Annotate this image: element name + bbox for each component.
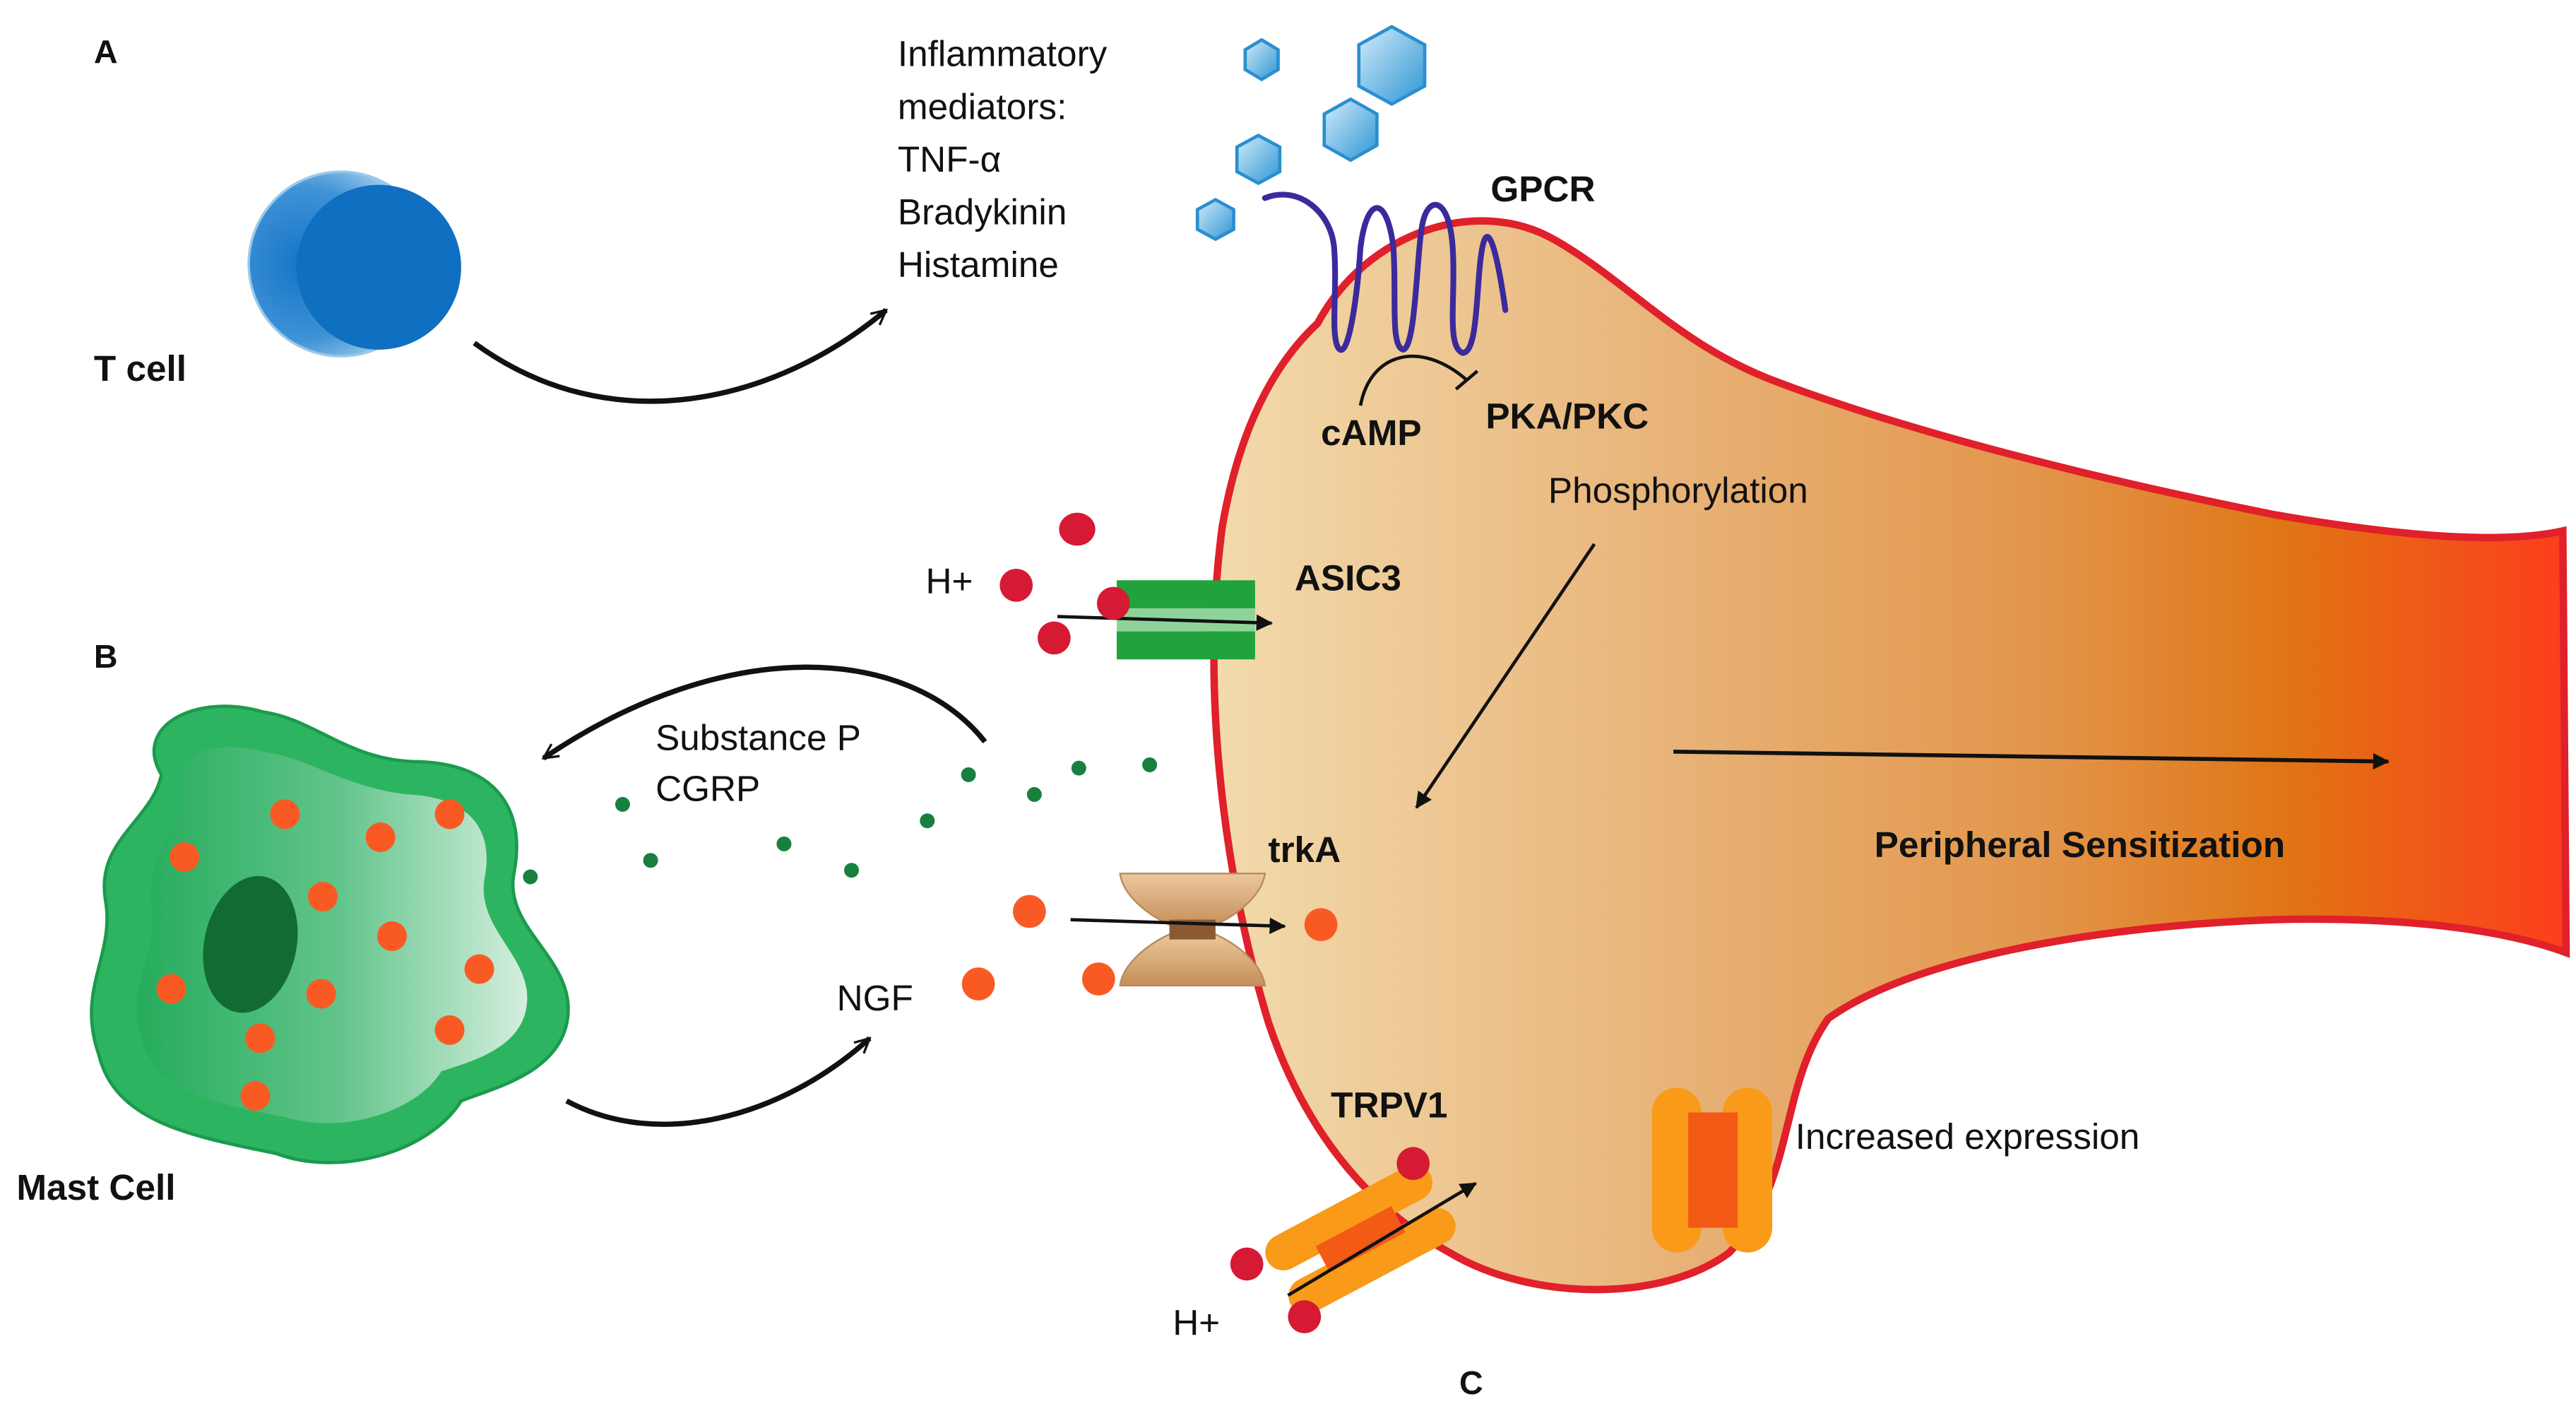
panel-label-a: A [94,33,118,70]
asic3-proton-arrow [1057,614,1274,631]
neuropeptide-feedback-arrow [544,664,987,761]
protons-trpv1 [1230,1147,1430,1333]
camp-label: cAMP [1321,413,1422,453]
mast-cell-nucleus [203,875,298,1013]
panel-label-c: C [1459,1364,1483,1401]
trka-ngf-arrow [1070,917,1286,934]
sensitization-arrow [1673,749,2390,770]
mast-cell [90,704,570,1164]
mediators-line-5: Histamine [898,244,1059,285]
camp-to-pka-arc [1358,355,1467,406]
gpcr-label: GPCR [1490,169,1595,209]
trka-receptor [1119,873,1266,987]
t-cell [247,170,461,358]
camp-to-pka-arc-bar [1454,370,1479,391]
increased-expression-label: Increased expression [1796,1116,2140,1157]
h-plus-top-label: H+ [925,561,973,601]
substance-p-label: Substance P [655,717,861,757]
mast-cell-granules [156,799,494,1111]
ngf-particles [961,895,1338,1000]
t-cell-label: T cell [94,348,186,389]
mediators-line-1: Inflammatory [898,34,1108,74]
mast-cell-label: Mast Cell [16,1167,175,1208]
trpv1-channel [1265,1164,1456,1314]
increased-expression-channel [1651,1087,1773,1253]
trpv1-proton-arrow [1287,1181,1477,1297]
h-plus-bottom-label: H+ [1173,1302,1220,1342]
inflammatory-mediator-particles [1195,25,1427,242]
neuropeptide-dots [523,757,1158,885]
ngf-label: NGF [837,978,913,1018]
mediators-line-4: Bradykinin [898,192,1067,232]
mediators-line-2: mediators: [898,86,1067,126]
pka-pkc-label: PKA/PKC [1485,396,1649,437]
panel-label-b: B [94,638,118,675]
t-cell-release-arrow [473,307,886,404]
trka-label: trkA [1269,830,1341,870]
peripheral-sensitization-label: Peripheral Sensitization [1875,825,2286,865]
cgrp-label: CGRP [655,769,760,809]
gpcr-receptor [1262,191,1509,356]
phosphorylation-arrow [1415,543,1596,809]
mediators-line-3: TNF-α [898,139,1001,179]
mast-cell-ngf-arrow [565,1036,869,1127]
trpv1-label: TRPV1 [1331,1085,1447,1125]
protons-asic3 [999,512,1130,655]
asic3-label: ASIC3 [1295,557,1401,598]
phosphorylation-label: Phosphorylation [1548,471,1808,511]
